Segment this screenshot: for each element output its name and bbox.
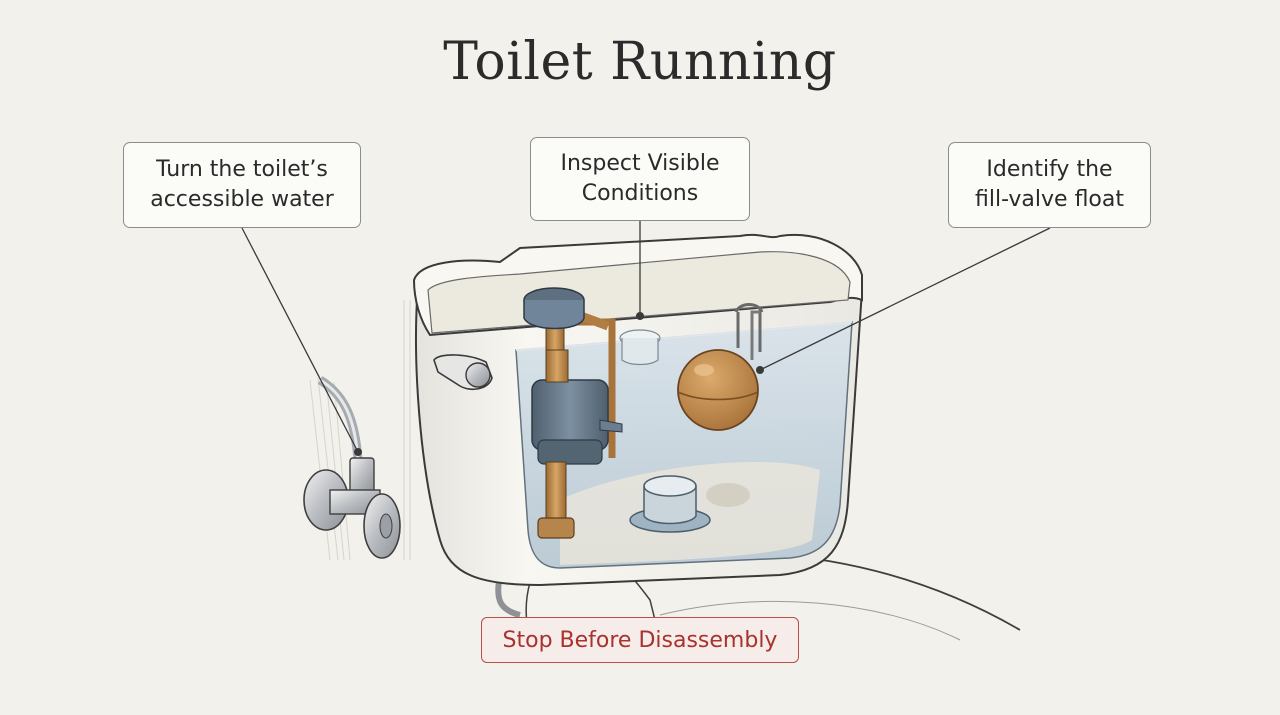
callout-text: Conditions [581,181,699,206]
water-shutoff-valve [303,376,401,559]
callout-text: Inspect Visible [560,151,720,176]
fill-valve [523,287,623,539]
diagram-title: Toilet Running [443,32,837,92]
leader-lines [241,221,1051,453]
fill-valve-float-ball [677,310,760,431]
overflow-tube [734,303,764,352]
stop-warning-label: Stop Before Disassembly [481,617,799,663]
callout-text: Turn the toilet’s [156,157,328,182]
refill-tube [619,329,661,366]
callout-inspect-conditions: Inspect Visible Conditions [530,137,750,221]
flush-handle [433,354,493,391]
callout-text: fill-valve float [974,187,1124,212]
callout-text: Identify the [986,157,1113,182]
leader-dots [354,312,764,456]
callout-text: accessible water [150,187,334,212]
callout-shutoff-valve: Turn the toilet’s accessible water [123,142,361,228]
flush-valve-flapper [629,475,711,533]
callout-fill-valve-float: Identify the fill-valve float [948,142,1151,228]
